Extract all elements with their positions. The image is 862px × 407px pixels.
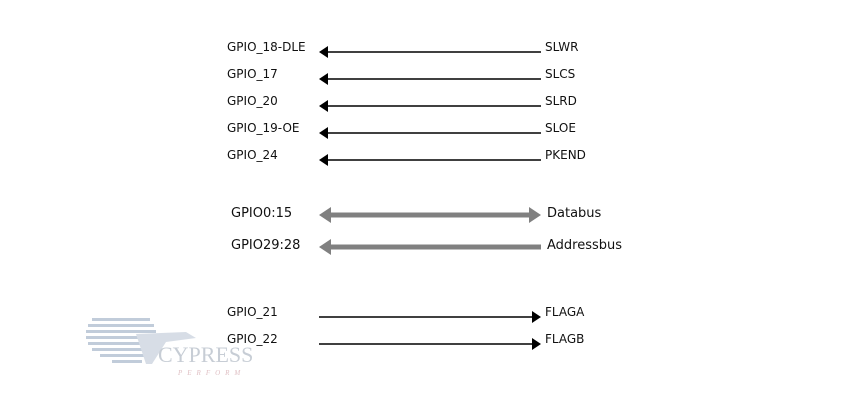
arrow-left-icon	[319, 154, 328, 166]
right-signal-label: SLOE	[545, 121, 576, 135]
arrow-left-icon	[319, 239, 331, 255]
left-signal-label: GPIO_21	[227, 305, 278, 319]
arrow-left-icon	[319, 100, 328, 112]
left-signal-label: GPIO29:28	[231, 238, 301, 253]
right-signal-label: SLCS	[545, 67, 576, 81]
arrow-left-icon	[319, 207, 331, 223]
arrow-left-icon	[319, 73, 328, 85]
right-signal-label: SLWR	[545, 40, 579, 54]
svg-text:CYPRESS: CYPRESS	[158, 342, 253, 367]
right-signal-label: FLAGA	[545, 305, 585, 319]
arrow-left-icon	[319, 46, 328, 58]
left-signal-label: GPIO_17	[227, 67, 278, 81]
right-signal-label: FLAGB	[545, 332, 585, 346]
cypress-logo: CYPRESS PERFORM	[86, 318, 253, 377]
arrow-left-icon	[319, 127, 328, 139]
left-signal-label: GPIO_20	[227, 94, 278, 108]
left-signal-label: GPIO_19-OE	[227, 121, 300, 135]
right-signal-label: Addressbus	[547, 238, 623, 253]
left-signal-label: GPIO_22	[227, 332, 278, 346]
arrow-right-icon	[532, 338, 541, 350]
left-signal-label: GPIO_24	[227, 148, 278, 162]
arrow-right-icon	[529, 207, 541, 223]
left-signal-label: GPIO_18-DLE	[227, 40, 306, 54]
arrow-right-icon	[532, 311, 541, 323]
right-signal-label: SLRD	[545, 94, 577, 108]
right-signal-label: Databus	[547, 206, 602, 221]
svg-text:PERFORM: PERFORM	[177, 369, 245, 377]
left-signal-label: GPIO0:15	[231, 206, 293, 221]
right-signal-label: PKEND	[545, 148, 586, 162]
